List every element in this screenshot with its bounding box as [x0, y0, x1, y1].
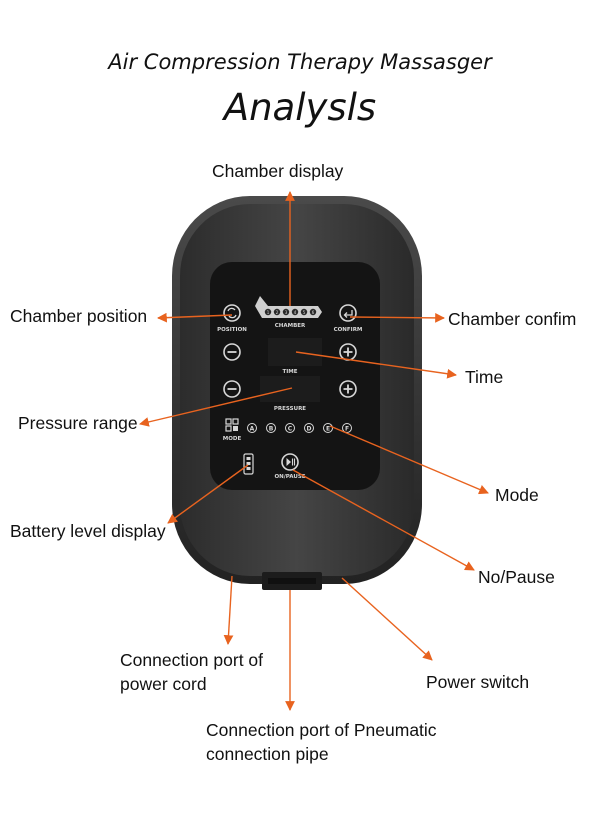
arrow-power-switch	[341, 577, 433, 661]
chamber-indicator	[282, 308, 290, 316]
cycle-icon	[223, 304, 241, 322]
label-on-pause: No/Pause	[478, 567, 555, 587]
label-chamber-display: Chamber display	[212, 161, 344, 181]
page-title: Air Compression Therapy Massasger	[108, 50, 492, 74]
label-chamber-position: Chamber position	[10, 306, 148, 326]
mode-indicator	[323, 423, 333, 433]
chamber-indicator	[291, 308, 299, 316]
label-power-cord-port-line1: Connection port of	[120, 650, 264, 670]
label-battery-level: Battery level display	[10, 521, 166, 541]
time-minus-button[interactable]	[223, 343, 241, 361]
plus-icon	[343, 384, 353, 394]
chamber-display: 1 2 3 4 5 6 CHAMBER	[255, 296, 322, 329]
label-time: Time	[465, 367, 504, 387]
position-label: POSITION	[217, 327, 247, 333]
mode-indicator	[247, 423, 257, 433]
confirm-label: CONFIRM	[334, 327, 363, 333]
arrow-chamber-position	[157, 312, 233, 323]
chamber-indicator	[264, 308, 272, 316]
mode-indicator-letter: F	[345, 426, 349, 433]
pressure-label: PRESSURE	[274, 406, 306, 412]
mode-button[interactable]: MODE	[223, 418, 242, 442]
chamber-indicator-number: 6	[312, 310, 315, 315]
label-chamber-confirm: Chamber confim	[448, 309, 577, 329]
chamber-label: CHAMBER	[275, 323, 306, 329]
grid-icon	[225, 418, 239, 432]
chamber-indicator	[273, 308, 281, 316]
mode-indicator-letter: E	[326, 426, 330, 433]
chamber-indicator-number: 1	[267, 310, 270, 315]
mode-indicator	[304, 423, 314, 433]
mode-label: MODE	[223, 436, 242, 442]
page-subtitle: Analysls	[223, 86, 377, 129]
label-power-switch: Power switch	[426, 672, 530, 692]
arrow-power-cord-port	[223, 575, 234, 645]
chamber-indicator	[309, 308, 317, 316]
return-icon	[343, 310, 353, 318]
arrow-on-pause	[292, 469, 475, 571]
chamber-indicator-number: 2	[276, 310, 279, 315]
onpause-label: ON/PAUSE	[274, 474, 305, 480]
arrow-chamber-confirm	[349, 313, 445, 323]
play-pause-icon	[286, 458, 291, 466]
arrow-time	[295, 351, 457, 379]
chamber-indicator-number: 4	[294, 310, 297, 315]
arrow-battery	[167, 464, 249, 524]
mode-indicator-letter: B	[269, 426, 274, 433]
label-pressure-range: Pressure range	[18, 413, 138, 433]
label-pneumatic-port-line2: connection pipe	[206, 744, 329, 764]
chamber-indicator-number: 3	[285, 310, 288, 315]
label-power-cord-port-line2: power cord	[120, 674, 207, 694]
on-pause-button[interactable]: ON/PAUSE	[274, 453, 306, 480]
battery-icon	[243, 453, 254, 475]
chamber-indicator-number: 5	[303, 310, 306, 315]
mode-indicator-letter: C	[288, 426, 293, 433]
chamber-indicator-row: 1 2 3 4 5 6	[264, 308, 317, 316]
callout-arrows	[139, 191, 489, 711]
position-button[interactable]: POSITION	[217, 304, 247, 333]
mode-indicator-row: A B C D E F	[247, 423, 352, 433]
time-display	[268, 338, 322, 366]
pressure-plus-button[interactable]	[339, 380, 357, 398]
control-panel: POSITION 1 2 3 4 5 6 CHAMBER CONFIRM TIME	[210, 262, 380, 490]
plus-icon	[343, 347, 353, 357]
arrow-pressure-range	[139, 387, 293, 427]
mode-indicator	[285, 423, 295, 433]
label-pneumatic-port-line1: Connection port of Pneumatic	[206, 720, 437, 740]
confirm-button[interactable]: CONFIRM	[334, 304, 363, 333]
chamber-indicator	[300, 308, 308, 316]
mode-indicator-letter: D	[307, 426, 312, 433]
label-mode: Mode	[495, 485, 539, 505]
pressure-minus-button[interactable]	[223, 380, 241, 398]
time-label: TIME	[282, 369, 297, 375]
arrow-mode	[329, 425, 489, 495]
mode-indicator	[266, 423, 276, 433]
mode-indicator-letter: A	[250, 426, 255, 433]
